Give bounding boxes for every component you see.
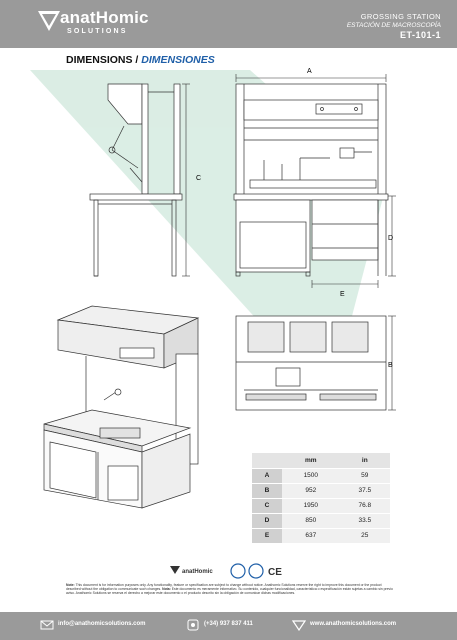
- row-in: 25: [339, 527, 390, 543]
- section-title-en: DIMENSIONS /: [66, 54, 139, 66]
- document-title: GROSSING STATION ESTACIÓN DE MACROSCOPÍA…: [347, 12, 441, 40]
- table-row: E 637 25: [252, 527, 390, 543]
- row-in: 37.5: [339, 482, 390, 498]
- web-icon: [292, 620, 306, 631]
- table-row: D 850 33.5: [252, 512, 390, 528]
- row-key: E: [252, 527, 282, 543]
- isometric-view: [43, 305, 200, 509]
- footer-phone[interactable]: (+34) 937 837 411: [204, 621, 253, 627]
- label-d: D: [388, 235, 393, 242]
- footer-email-link[interactable]: info@anathomicsolutions.com: [58, 621, 146, 627]
- label-c: C: [196, 175, 201, 182]
- cert-iso2-icon: [248, 563, 264, 579]
- note-label-en: Note:: [66, 583, 75, 587]
- label-b: B: [388, 362, 393, 369]
- note-text-es: Este documento es meramente informativo.…: [66, 587, 393, 596]
- table-header-mm: mm: [282, 453, 340, 468]
- row-in: 59: [339, 467, 390, 483]
- row-mm: 637: [282, 527, 340, 543]
- row-mm: 850: [282, 512, 340, 528]
- dimension-d: [388, 195, 396, 277]
- table-header-row: mm in: [252, 453, 390, 468]
- section-title-es: DIMENSIONES: [141, 54, 215, 66]
- table-row: A 1500 59: [252, 467, 390, 483]
- brand-subtitle: SOLUTIONS: [67, 28, 128, 35]
- cert-brand: anatHomic: [182, 569, 213, 575]
- label-a: A: [307, 68, 312, 75]
- table-header-key: [252, 453, 282, 468]
- ce-mark: CE: [268, 567, 282, 578]
- watermark-logo: [30, 70, 385, 400]
- model-code: ET-101-1: [399, 30, 441, 40]
- row-key: B: [252, 482, 282, 498]
- row-key: C: [252, 497, 282, 513]
- dimension-table: mm in A 1500 59 B 952 37.5 C 1950 76.8 D…: [252, 453, 390, 543]
- note-text-en: This document is for information purpose…: [66, 583, 382, 592]
- title-english: GROSSING STATION: [360, 12, 441, 21]
- top-view: [235, 315, 387, 411]
- footer-web-link[interactable]: www.anathomicsolutions.com: [310, 621, 397, 627]
- dimension-c: [182, 83, 190, 277]
- dimension-b: [388, 315, 396, 411]
- cert-iso-icon: [230, 563, 246, 579]
- phone-icon: [187, 619, 199, 631]
- row-mm: 1950: [282, 497, 340, 513]
- disclaimer-note: Note: This document is for information p…: [66, 583, 394, 596]
- table-row: C 1950 76.8: [252, 497, 390, 513]
- email-icon: [40, 620, 54, 630]
- anathomic-logo-icon: [38, 11, 60, 31]
- table-row: B 952 37.5: [252, 482, 390, 498]
- brand-name: anatHomic: [60, 8, 149, 27]
- footer-bar: info@anathomicsolutions.com (+34) 937 83…: [0, 612, 457, 640]
- certification-logos: anatHomic CE: [170, 563, 282, 579]
- dimension-a: [235, 74, 387, 82]
- section-title: DIMENSIONS / DIMENSIONES: [66, 54, 215, 66]
- side-view: [89, 83, 183, 277]
- row-key: A: [252, 467, 282, 483]
- row-in: 33.5: [339, 512, 390, 528]
- note-label-es: Nota:: [162, 587, 171, 592]
- header-bar: anatHomic SOLUTIONS GROSSING STATION EST…: [0, 0, 457, 48]
- row-in: 76.8: [339, 497, 390, 513]
- label-e: E: [340, 291, 345, 298]
- front-view: [233, 83, 389, 277]
- row-mm: 952: [282, 482, 340, 498]
- row-key: D: [252, 512, 282, 528]
- table-header-in: in: [339, 453, 390, 468]
- dimension-e: [311, 280, 379, 288]
- title-spanish: ESTACIÓN DE MACROSCOPÍA: [346, 22, 441, 29]
- row-mm: 1500: [282, 467, 340, 483]
